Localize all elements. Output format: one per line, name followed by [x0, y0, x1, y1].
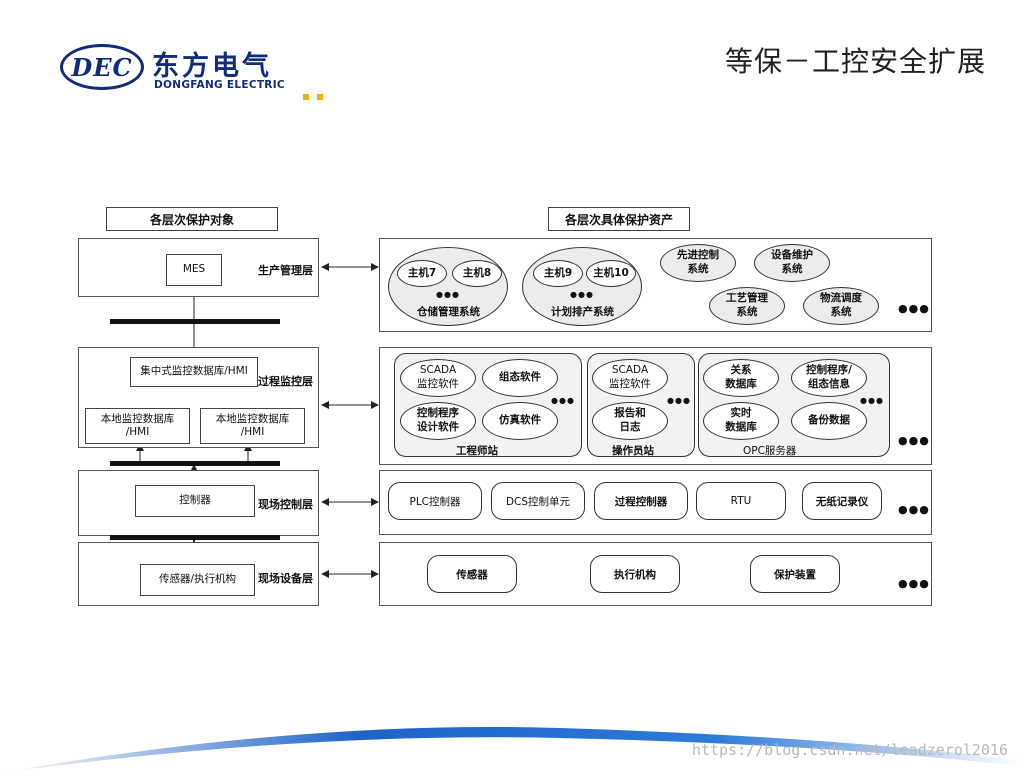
dcs-unit-box: DCS控制单元 [491, 482, 585, 520]
eng-scada-oval: SCADA 监控软件 [400, 359, 476, 397]
rtu-box: RTU [696, 482, 786, 520]
backup-data-oval: 备份数据 [791, 402, 867, 440]
local-db-box-1: 本地监控数据库 /HMI [85, 408, 190, 444]
protection-device-box: 保护装置 [750, 555, 840, 593]
page-title: 等保－工控安全扩展 [724, 45, 986, 78]
process-controller-box: 过程控制器 [594, 482, 688, 520]
plc-controller-box: PLC控制器 [388, 482, 482, 520]
warehouse-system-label: 仓储管理系统 [417, 306, 480, 318]
group-ellipsis: ●●● [860, 396, 884, 405]
field-device-layer-label: 现场设备层 [258, 572, 313, 585]
more-ellipsis: ●●● [898, 577, 930, 590]
group-ellipsis: ●●● [551, 396, 575, 405]
realtime-db-oval: 实时 数据库 [703, 402, 779, 440]
plan-system-label: 计划排产系统 [551, 306, 614, 318]
network-bar [110, 461, 280, 466]
warehouse-group [388, 247, 508, 326]
relational-db-oval: 关系 数据库 [703, 359, 779, 397]
paperless-recorder-box: 无纸记录仪 [802, 482, 882, 520]
alarm-log-oval: 报告和 日志 [592, 402, 668, 440]
watermark: https://blog.csdn.net/leadzerol2016 [691, 741, 1008, 759]
logo-decoration [303, 85, 331, 104]
group-ellipsis: ●●● [570, 290, 594, 299]
logo-english-name: DONGFANG ELECTRIC [154, 79, 285, 91]
controller-box: 控制器 [135, 485, 255, 517]
left-column-header: 各层次保护对象 [106, 207, 278, 231]
logo-mark: DEC [60, 44, 144, 90]
central-db-box: 集中式监控数据库/HMI [130, 357, 258, 387]
more-ellipsis: ●●● [898, 503, 930, 516]
mes-box: MES [166, 254, 222, 286]
logo-chinese-name: 东方电气 [152, 51, 272, 82]
ctrl-program-oval: 控制程序/ 组态信息 [791, 359, 867, 397]
production-layer-label: 生产管理层 [258, 264, 313, 277]
actuator-box: 执行机构 [590, 555, 680, 593]
adv-control-oval: 先进控制 系统 [660, 244, 736, 282]
op-scada-oval: SCADA 监控软件 [592, 359, 668, 397]
maintenance-oval: 设备维护 系统 [754, 244, 830, 282]
footer-wave [0, 726, 1020, 773]
ctrl-design-oval: 控制程序 设计软件 [400, 402, 476, 440]
operator-station-label: 操作员站 [612, 445, 654, 457]
group-ellipsis: ●●● [436, 290, 460, 299]
logistics-oval: 物流调度 系统 [803, 287, 879, 325]
plan-group [522, 247, 642, 326]
group-ellipsis: ●●● [667, 396, 691, 405]
field-control-layer-label: 现场控制层 [258, 498, 313, 511]
more-ellipsis: ●●● [898, 302, 930, 315]
network-bar [110, 319, 280, 324]
host8-oval: 主机8 [452, 260, 502, 287]
simulation-software-oval: 仿真软件 [482, 402, 558, 440]
opc-server-label: OPC服务器 [743, 445, 797, 457]
right-column-header: 各层次具体保护资产 [548, 207, 690, 231]
engineer-station-label: 工程师站 [456, 445, 498, 457]
config-software-oval: 组态软件 [482, 359, 558, 397]
more-ellipsis: ●●● [898, 434, 930, 447]
sensor-box: 传感器 [427, 555, 517, 593]
host10-oval: 主机10 [586, 260, 636, 287]
local-db-box-2: 本地监控数据库 /HMI [200, 408, 305, 444]
network-bar [110, 535, 280, 540]
host7-oval: 主机7 [397, 260, 447, 287]
process-layer-label: 过程监控层 [258, 375, 313, 388]
host9-oval: 主机9 [533, 260, 583, 287]
sensor-actuator-box: 传感器/执行机构 [140, 564, 255, 596]
process-mgmt-oval: 工艺管理 系统 [709, 287, 785, 325]
